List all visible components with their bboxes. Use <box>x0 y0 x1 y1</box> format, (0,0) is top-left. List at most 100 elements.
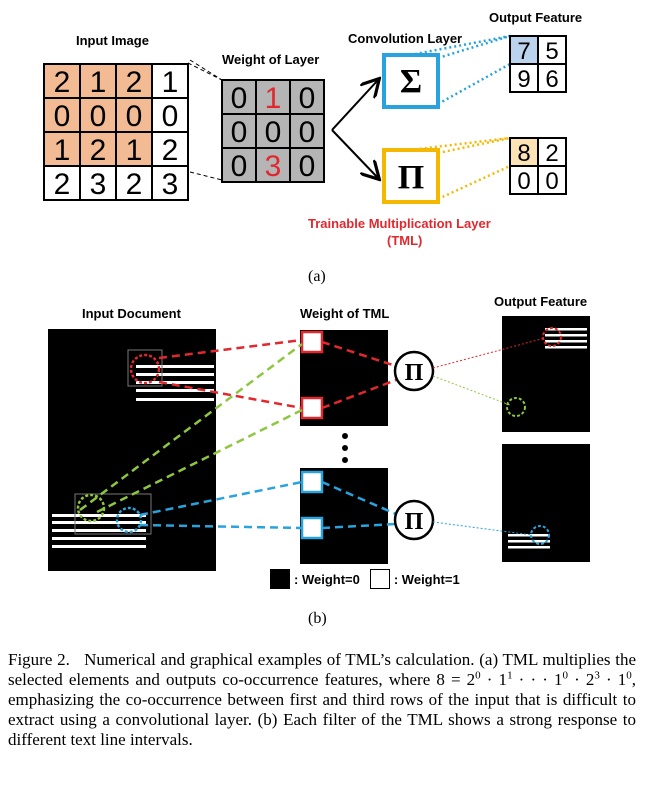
caption-sup-5: 0 <box>626 669 632 682</box>
tml-label-line1: Trainable Multiplication Layer <box>308 216 491 231</box>
output-feature-map-1 <box>502 316 590 432</box>
caption-sup-4: 3 <box>594 669 600 682</box>
weight-of-layer-cell-value: 0 <box>231 116 248 149</box>
tml-weight-cell-red-top <box>300 330 324 354</box>
input-image-cell-bg <box>43 97 81 133</box>
caption-sup-3: 0 <box>562 669 568 682</box>
output-red-response <box>542 327 562 347</box>
caption-text-3: · · · 1 <box>512 670 563 689</box>
tml-output-cell-value: 0 <box>517 168 530 195</box>
conv-output-cell-value: 7 <box>517 38 530 65</box>
arrow-to-sum <box>331 80 378 131</box>
tml-product-box <box>382 148 440 204</box>
weight-of-layer-cell-value: 0 <box>265 116 282 149</box>
input-image-cell-value: 2 <box>162 134 179 167</box>
output-feature-label-a: Output Feature <box>489 10 583 25</box>
tml-weight-cell-blue-top <box>300 470 324 494</box>
input-document-label: Input Document <box>82 306 181 321</box>
caption-text-6: , emphasizing the co-occurrence between … <box>8 670 637 749</box>
input-image-cell-bg <box>151 97 189 133</box>
input-image-cell-value: 1 <box>126 134 143 167</box>
weight-of-layer-cell-bg <box>255 79 291 115</box>
weight-of-layer-cell-value: 0 <box>299 82 316 115</box>
input-image-cell-value: 0 <box>162 100 179 133</box>
input-image-cell-value: 2 <box>54 66 71 99</box>
input-image-cell-bg <box>151 165 189 201</box>
caption-text-2: · 1 <box>480 670 508 689</box>
weight-of-layer-cell-value: 0 <box>299 116 316 149</box>
weight-to-prod-lines <box>321 340 397 530</box>
input-image-cell-value: 0 <box>126 100 143 133</box>
weight-of-layer-cell-bg <box>221 113 257 149</box>
weight-of-layer-cell-bg <box>289 113 325 149</box>
tml-output-cell-value: 0 <box>545 168 558 195</box>
conv-output-cell-bg <box>537 35 567 65</box>
legend: : Weight=0 : Weight=1 <box>270 569 460 589</box>
weight-of-layer-cell-bg <box>221 147 257 183</box>
conv-output-cell-value: 6 <box>545 66 558 93</box>
tml-output-cell-value: 2 <box>545 140 558 167</box>
caption-text-4: · 2 <box>567 670 595 689</box>
tml-output-cell-bg <box>537 137 567 167</box>
input-image-cell-bg <box>115 63 153 99</box>
prod-symbol: Π <box>398 159 424 196</box>
convolution-layer-label: Convolution Layer <box>348 31 463 46</box>
weight-of-layer-cell-bg <box>221 79 257 115</box>
figure-caption: Figure 2. Numerical and graphical exampl… <box>8 650 636 750</box>
red-receptive-box <box>127 349 163 387</box>
sum-symbol: Σ <box>400 63 422 100</box>
conv-output-cell-bg <box>537 63 567 93</box>
tml-weight-cell-red-bottom <box>300 396 324 420</box>
input-image-cell-value: 1 <box>162 66 179 99</box>
input-image-cell-value: 2 <box>90 134 107 167</box>
input-image-cell-value: 0 <box>90 100 107 133</box>
caption-text-1: Numerical and graphical examples of TML’… <box>8 650 637 689</box>
input-image-cell-value: 0 <box>54 100 71 133</box>
weight-of-layer-cell-value: 0 <box>231 150 248 183</box>
vertical-ellipsis <box>342 433 348 463</box>
output-feature-2-textlines <box>508 534 550 549</box>
node1-to-output-red <box>432 337 546 369</box>
doc-to-weight-lines-green <box>79 342 303 514</box>
tml-label-line2: (TML) <box>387 233 423 248</box>
weight-of-layer-cell-value: 0 <box>299 150 316 183</box>
input-image-cell-value: 1 <box>54 134 71 167</box>
blue-receptive-circle <box>115 506 143 534</box>
weight-of-layer-cell-value: 0 <box>231 82 248 115</box>
tml-product-node-1 <box>393 350 435 392</box>
caption-sup-2: 1 <box>507 669 513 682</box>
input-image-cell-bg <box>115 97 153 133</box>
input-to-weight-lines <box>187 59 223 181</box>
input-image-cell-bg <box>43 165 81 201</box>
arrow-to-prod <box>331 129 378 178</box>
red-receptive-circle <box>129 353 161 385</box>
caption-text-5: · 1 <box>599 670 627 689</box>
caption-sup-1: 0 <box>475 669 481 682</box>
tml-product-node-1-symbol: Π <box>405 360 424 386</box>
output-feature-1-textlines <box>545 328 587 349</box>
tml-product-node-2 <box>393 499 435 541</box>
panel-a-label: (a) <box>308 268 326 285</box>
weight-of-layer-label: Weight of Layer <box>222 52 320 67</box>
doc-to-weight-lines-blue <box>139 480 303 530</box>
input-document-textlines <box>52 365 214 548</box>
conv-output-lines <box>409 34 511 106</box>
node1-to-output-green <box>432 375 511 406</box>
panel-b-label: (b) <box>308 610 327 627</box>
tml-output-cell-bg <box>509 165 539 195</box>
green-receptive-circle <box>76 493 106 523</box>
input-image-cell-bg <box>151 63 189 99</box>
caption-prefix: Figure 2. <box>8 650 70 669</box>
input-image-cell-value: 3 <box>162 168 179 201</box>
node2-to-output-blue <box>432 521 533 536</box>
output-blue-response <box>530 525 550 545</box>
weight-of-tml-label: Weight of TML <box>300 306 390 321</box>
legend-weight-zero: : Weight=0 <box>294 571 360 587</box>
output-green-response <box>506 397 526 417</box>
input-image-cell-value: 1 <box>90 66 107 99</box>
weight-of-layer-cell-value: 3 <box>265 150 282 183</box>
